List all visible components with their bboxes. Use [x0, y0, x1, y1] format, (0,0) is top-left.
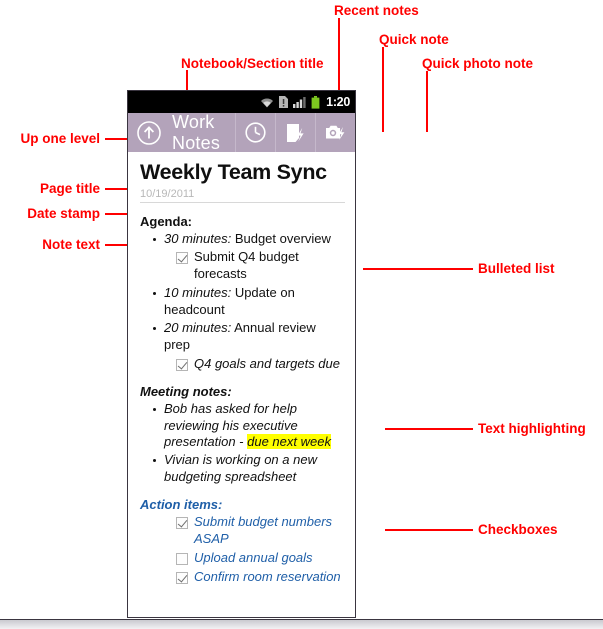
leader-line-date-stamp	[105, 213, 138, 215]
status-bar-clock: 1:20	[326, 95, 350, 109]
checkbox-label: Q4 goals and targets due	[194, 355, 340, 371]
clock-icon	[245, 122, 266, 143]
list-item[interactable]: Confirm room reservation	[140, 569, 345, 586]
checkbox-icon[interactable]	[176, 252, 188, 265]
list-item[interactable]: Vivian is working on a new budgeting spr…	[153, 452, 345, 486]
page-title[interactable]: Weekly Team Sync	[140, 160, 327, 184]
note-body[interactable]: Weekly Team Sync 10/19/2011 Agenda: 30 m…	[128, 152, 355, 586]
list-item[interactable]: Submit Q4 budget forecasts	[140, 249, 345, 283]
annotation-recent-notes: Recent notes	[334, 3, 419, 18]
agenda-item-text: Update on headcount	[164, 285, 295, 318]
leader-line-up-one-level	[105, 138, 138, 140]
meeting-note-text: Bob has asked for help reviewing his exe…	[164, 400, 298, 450]
leader-line-page-title	[105, 188, 138, 190]
date-stamp: 10/19/2011	[140, 188, 345, 203]
quick-note-icon	[287, 123, 304, 142]
agenda-item-time: 20 minutes:	[164, 320, 232, 336]
page-bottom-divider	[0, 619, 603, 629]
leader-line-checkboxes	[385, 529, 473, 531]
notebook-section-title[interactable]: Work Notes	[172, 113, 221, 152]
list-item[interactable]: Q4 goals and targets due	[140, 356, 345, 373]
bullet-dot-icon	[153, 327, 156, 331]
meeting-notes-list: Bob has asked for help reviewing his exe…	[140, 401, 345, 486]
list-item[interactable]: Bob has asked for help reviewing his exe…	[153, 400, 345, 452]
bullet-dot-icon	[153, 292, 156, 296]
list-item[interactable]: 20 minutes: Annual review prep	[153, 320, 345, 354]
agenda-item-time: 30 minutes:	[164, 230, 232, 246]
action-items-list: Submit budget numbers ASAP Upload annual…	[140, 514, 345, 586]
annotation-up-one-level: Up one level	[20, 131, 100, 146]
meeting-note-text: Vivian is working on a new budgeting spr…	[164, 452, 317, 485]
annotation-bulleted-list: Bulleted list	[478, 261, 555, 276]
up-one-level-button[interactable]	[128, 113, 170, 152]
list-item[interactable]: 30 minutes: Budget overview	[153, 230, 345, 248]
annotation-date-stamp: Date stamp	[27, 206, 100, 221]
sdcard-warning-icon	[279, 96, 289, 108]
bullet-dot-icon	[153, 459, 156, 463]
checkbox-icon[interactable]	[176, 358, 188, 371]
annotation-text-highlighting: Text highlighting	[478, 421, 586, 436]
annotation-page-title: Page title	[39, 181, 100, 196]
action-items-heading: Action items:	[140, 497, 223, 513]
agenda-bullet-list-2: 10 minutes: Update on headcount 20 minut…	[140, 285, 345, 354]
annotation-quick-photo-note: Quick photo note	[422, 56, 533, 71]
battery-icon	[311, 95, 320, 109]
list-item[interactable]: Submit budget numbers ASAP	[140, 514, 345, 548]
phone-frame: 1:20 Work Notes	[127, 90, 356, 618]
highlighted-text: due next week	[247, 434, 331, 450]
quick-photo-note-button[interactable]	[315, 113, 355, 152]
bullet-dot-icon	[153, 237, 156, 241]
agenda-item-text: Annual review prep	[164, 320, 316, 352]
bullet-dot-icon	[153, 407, 156, 411]
quick-note-button[interactable]	[275, 113, 315, 152]
leader-line-quick-note	[382, 47, 384, 132]
checkbox-label: Submit budget numbers ASAP	[194, 514, 333, 547]
agenda-item-text: Budget overview	[231, 230, 331, 246]
annotation-notebook-section-title: Notebook/Section title	[181, 56, 324, 71]
leader-line-text-highlighting	[385, 428, 473, 430]
annotation-checkboxes: Checkboxes	[478, 522, 558, 537]
checkbox-icon[interactable]	[176, 552, 188, 565]
checkbox-label: Confirm room reservation	[194, 568, 341, 584]
annotation-quick-note: Quick note	[379, 32, 449, 47]
wifi-icon	[260, 97, 274, 108]
status-bar: 1:20	[128, 91, 355, 113]
recent-notes-button[interactable]	[235, 113, 275, 152]
leader-line-bulleted-list	[363, 268, 473, 270]
agenda-item-time: 10 minutes:	[164, 285, 232, 301]
checkbox-icon[interactable]	[176, 571, 188, 584]
quick-photo-note-icon	[325, 125, 344, 140]
checkbox-label: Upload annual goals	[194, 549, 313, 565]
checkbox-label: Submit Q4 budget forecasts	[194, 249, 299, 282]
list-item[interactable]: Upload annual goals	[140, 550, 345, 567]
meeting-notes-heading: Meeting notes:	[140, 383, 232, 399]
signal-bars-icon	[293, 96, 306, 108]
agenda-bullet-list: 30 minutes: Budget overview	[140, 231, 345, 248]
annotation-note-text: Note text	[42, 237, 100, 252]
leader-line-quick-photo-note	[426, 71, 428, 132]
leader-line-note-text	[105, 244, 138, 246]
list-item[interactable]: 10 minutes: Update on headcount	[153, 285, 345, 319]
checkbox-icon[interactable]	[176, 517, 188, 530]
leader-line-recent-notes	[338, 18, 340, 132]
up-arrow-circle-icon	[137, 120, 161, 145]
action-bar: Work Notes	[128, 113, 355, 152]
agenda-heading: Agenda:	[140, 213, 192, 229]
